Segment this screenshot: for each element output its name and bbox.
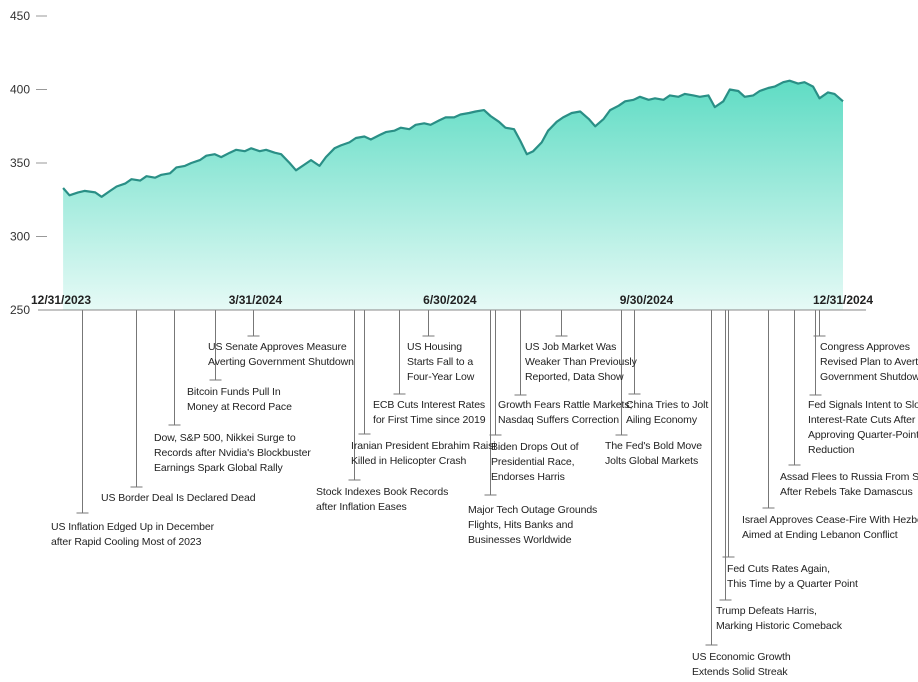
y-tick-label: 300 bbox=[10, 230, 30, 244]
area-fill bbox=[63, 80, 844, 310]
x-tick-label: 9/30/2024 bbox=[620, 293, 674, 307]
annotation-label: Israel Approves Cease-Fire With Hezbolla… bbox=[742, 514, 918, 541]
y-axis: 250 300 350 400 450 bbox=[10, 9, 47, 317]
annotation-label: Growth Fears Rattle Markets;Nasdaq Suffe… bbox=[498, 399, 632, 426]
y-tick-label: 400 bbox=[10, 83, 30, 97]
x-tick-label: 12/31/2024 bbox=[813, 293, 873, 307]
x-tick-label: 12/31/2023 bbox=[31, 293, 91, 307]
x-tick-label: 3/31/2024 bbox=[229, 293, 283, 307]
series-line bbox=[62, 79, 844, 198]
x-tick-label: 6/30/2024 bbox=[423, 293, 477, 307]
annotation-label: Assad Flees to Russia From SyriaAfter Re… bbox=[780, 471, 918, 498]
y-tick-label: 350 bbox=[10, 156, 30, 170]
annotation-label: Fed Cuts Rates Again,This Time by a Quar… bbox=[727, 563, 858, 590]
annotation-label: US Border Deal Is Declared Dead bbox=[101, 492, 256, 504]
y-tick-label: 450 bbox=[10, 9, 30, 23]
x-axis: 12/31/2023 3/31/2024 6/30/2024 9/30/2024 12/… bbox=[31, 293, 873, 311]
y-tick-label: 250 bbox=[10, 303, 30, 317]
annotation-label: Trump Defeats Harris,Marking Historic Co… bbox=[716, 605, 843, 632]
